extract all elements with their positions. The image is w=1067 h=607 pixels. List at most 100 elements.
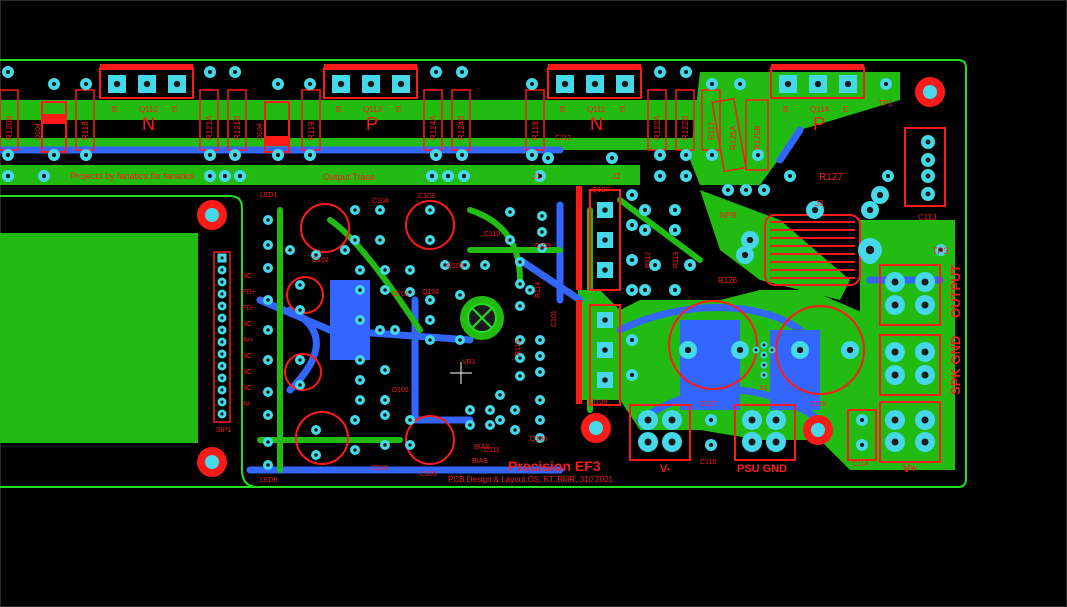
pad-hole: [748, 416, 756, 424]
bias-label: BIAS: [474, 444, 490, 451]
transistor-pin-b: B: [336, 105, 341, 114]
pad-hole: [762, 353, 766, 357]
pad-hole: [408, 268, 412, 272]
pad-hole: [844, 80, 852, 88]
terminal-blocks: [629, 127, 946, 463]
pad-hole: [5, 69, 11, 75]
psu-gnd-label: PSU GND: [737, 463, 787, 475]
pad-hole: [51, 81, 57, 87]
pad-hole: [538, 338, 542, 342]
pad-hole: [358, 378, 362, 382]
pad-hole: [921, 371, 929, 379]
pad-hole: [657, 69, 663, 75]
pad-hole: [754, 348, 758, 352]
testpoint-ref: TP1: [878, 99, 893, 108]
resistor-ref: R125B: [753, 126, 762, 150]
pad-hole: [266, 266, 270, 270]
led-ref: LED6: [260, 477, 278, 484]
pad-hole: [459, 69, 465, 75]
pad-hole: [518, 356, 522, 360]
pad-hole: [443, 263, 447, 267]
pad-hole: [378, 238, 382, 242]
resistor-ref: R125A: [729, 125, 738, 150]
pad-hole: [220, 376, 224, 380]
transistor-tabs: [100, 64, 864, 70]
pad-hole: [275, 152, 281, 158]
pad-hole: [518, 338, 522, 342]
pad-hole: [383, 443, 387, 447]
pad-hole: [266, 358, 270, 362]
sip-ref: SIP1: [216, 427, 231, 434]
pad-hole: [891, 278, 899, 286]
pad-hole: [508, 238, 512, 242]
transistor-pin-b: B: [112, 105, 117, 114]
diode-ref: D104: [257, 123, 264, 140]
pad-hole: [408, 418, 412, 422]
component-ref: D102: [392, 387, 409, 394]
pad-hole: [540, 246, 544, 250]
sip-pin-label: NC: [242, 273, 252, 280]
sip-pin-label: IN-: [242, 401, 252, 408]
pad-hole: [602, 317, 608, 323]
transistor-ref: Q110: [139, 105, 159, 114]
pad-hole: [865, 245, 875, 255]
pad-hole: [621, 80, 629, 88]
pad-hole: [737, 81, 743, 87]
pad-hole: [337, 80, 345, 88]
pad-hole: [891, 416, 899, 424]
pad-hole: [741, 251, 749, 259]
pad-hole: [298, 283, 302, 287]
pad-hole: [298, 308, 302, 312]
pad-hole: [683, 69, 689, 75]
pad-hole: [5, 152, 11, 158]
pad-hole: [866, 206, 874, 214]
pad-hole: [468, 408, 472, 412]
pad-hole: [298, 383, 302, 387]
pad-hole: [538, 436, 542, 440]
output-trace-label: Output Trace: [323, 172, 375, 182]
pad-hole: [408, 443, 412, 447]
pad-hole: [529, 152, 535, 158]
pad-hole: [925, 173, 931, 179]
component-ref: C111: [484, 447, 500, 454]
pad-hole: [725, 187, 731, 193]
component-ref: C108: [371, 465, 388, 472]
pad-hole: [83, 152, 89, 158]
pad-hole: [113, 80, 121, 88]
pad-hole: [353, 448, 357, 452]
crosshair-cursor: [450, 362, 472, 384]
pad-hole: [925, 191, 931, 197]
pad-hole: [220, 292, 224, 296]
pad-hole: [314, 453, 318, 457]
pad-hole: [266, 390, 270, 394]
pad-hole: [314, 253, 318, 257]
pad-hole: [353, 418, 357, 422]
component-ref: Q108: [590, 399, 607, 406]
pad-hole: [266, 298, 270, 302]
pad-hole: [298, 358, 302, 362]
pad-hole: [538, 354, 542, 358]
electrolytic-caps: [284, 200, 865, 465]
resistor-ref: 61: [760, 385, 768, 392]
resistor-ref: R120B: [5, 116, 14, 140]
pad-hole: [762, 373, 766, 377]
pad-hole: [266, 243, 270, 247]
pad-hole: [220, 364, 224, 368]
pad-hole: [266, 413, 270, 417]
pad-hole: [540, 214, 544, 218]
sip-pin-label: IN+: [242, 337, 253, 344]
pad-hole: [468, 423, 472, 427]
pad-hole: [938, 247, 944, 253]
pad-hole: [383, 398, 387, 402]
pad-hole: [921, 301, 929, 309]
component-ref: VR1: [462, 359, 476, 366]
pad-hole: [540, 230, 544, 234]
pad-hole: [445, 173, 451, 179]
pad-hole: [925, 157, 931, 163]
cap-ref: C119: [810, 401, 826, 408]
component-ref: C104: [372, 198, 389, 205]
pad-hole: [483, 263, 487, 267]
pad-hole: [846, 346, 854, 354]
pad-hole: [288, 248, 292, 252]
